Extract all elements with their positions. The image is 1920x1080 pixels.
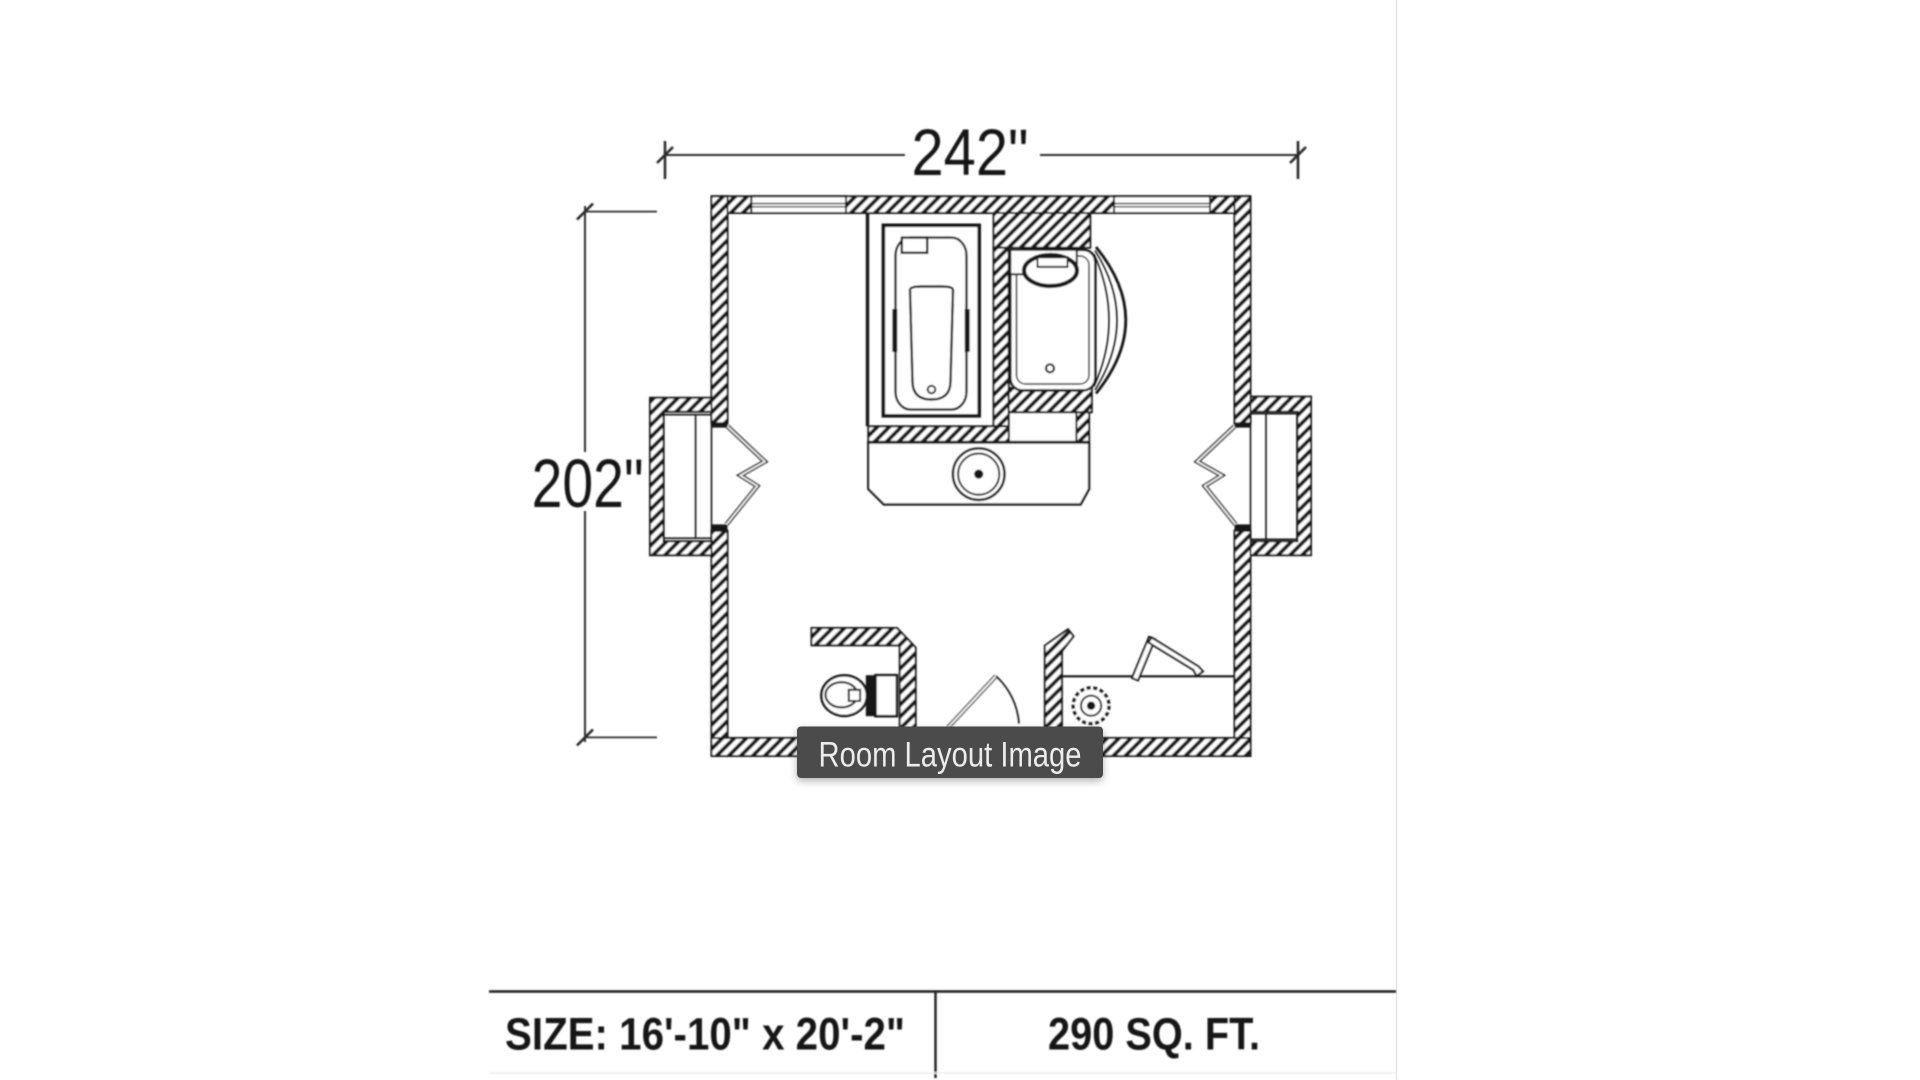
svg-text:SIZE: 16'-10" x 20'-2": SIZE: 16'-10" x 20'-2" <box>505 1009 905 1060</box>
svg-text:290 SQ. FT.: 290 SQ. FT. <box>1048 1009 1260 1060</box>
svg-text:242": 242" <box>912 115 1029 189</box>
svg-text:202": 202" <box>532 445 644 522</box>
svg-text:Room Layout Image: Room Layout Image <box>819 736 1082 775</box>
